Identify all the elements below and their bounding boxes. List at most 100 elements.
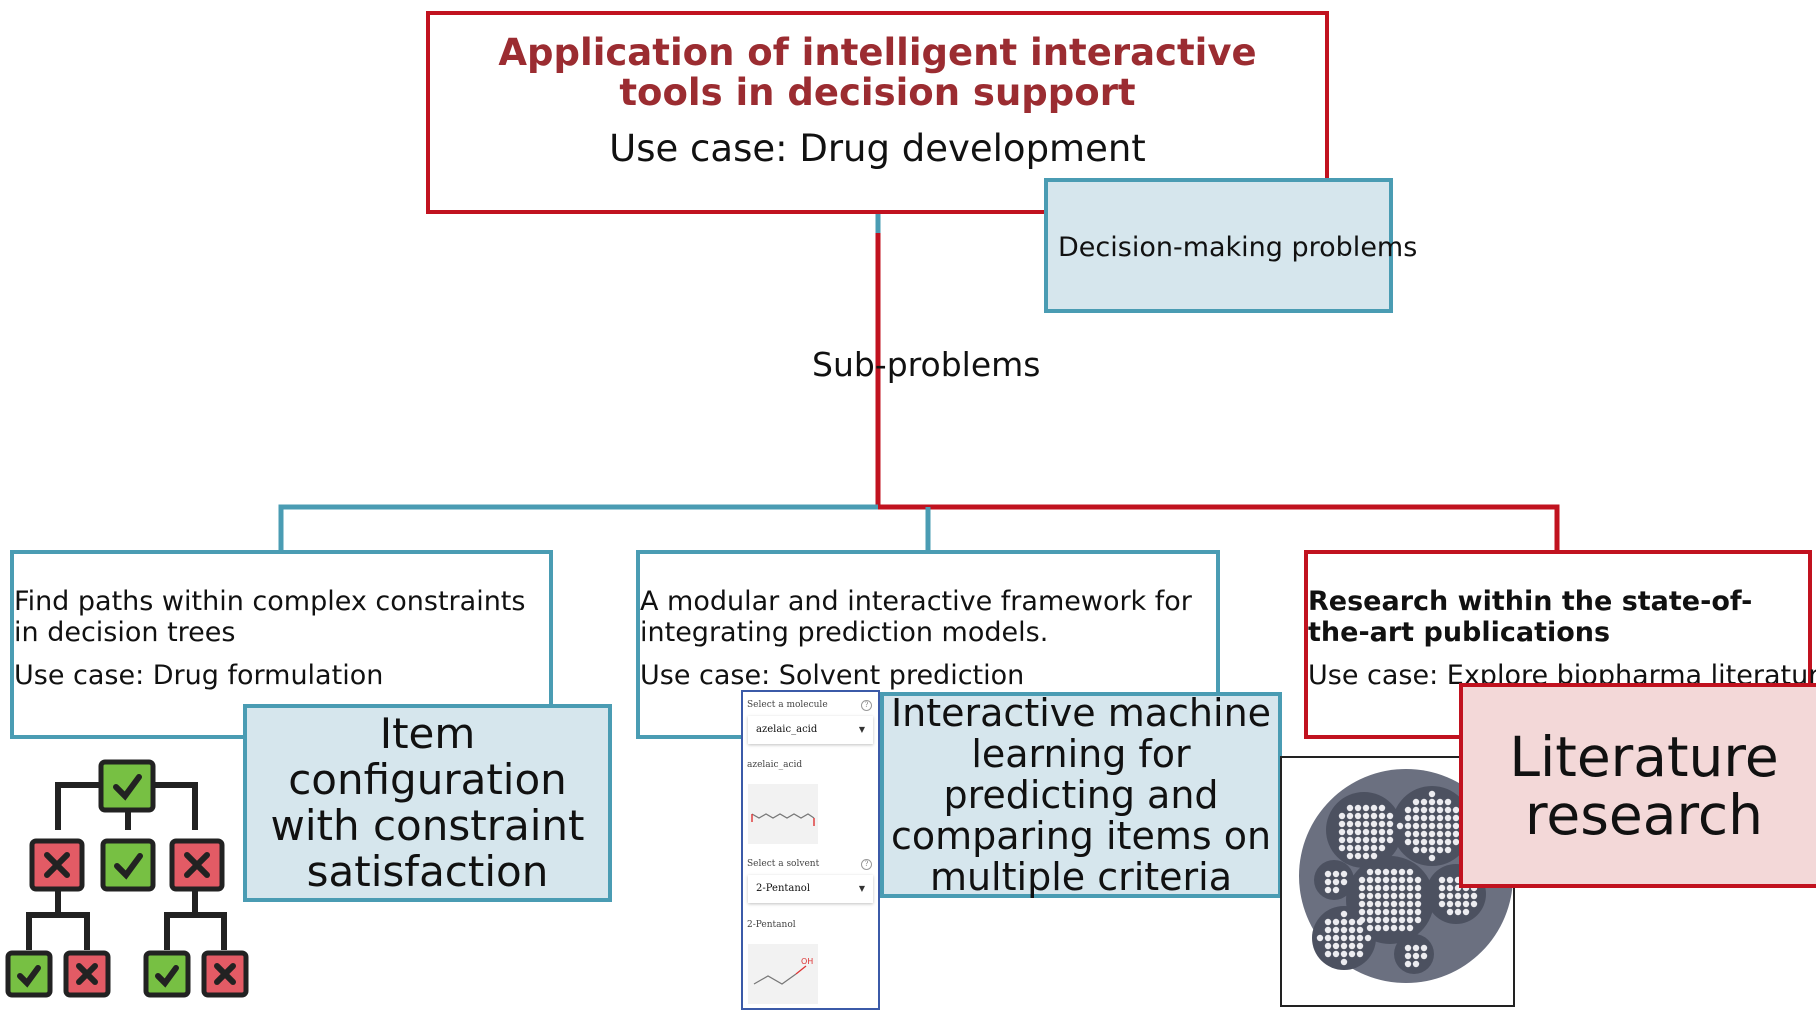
bubble-dot (1398, 900, 1406, 908)
bubble-dot (1436, 822, 1444, 830)
bubble-dot (1414, 884, 1422, 892)
bubble-dot (1370, 804, 1378, 812)
solvent-select-value: 2-Pentanol (756, 883, 811, 894)
bubble-dot (1452, 830, 1460, 838)
bubble-dot (1428, 838, 1436, 846)
bubble-dot (1374, 884, 1382, 892)
bubble-dot (1420, 822, 1428, 830)
bubble-dot (1338, 828, 1346, 836)
bubble-dot (1444, 830, 1452, 838)
bubble-dot (1406, 924, 1414, 932)
bubble-dot (1332, 934, 1340, 942)
bubble-dot (1324, 950, 1332, 958)
connector-blue-left (278, 504, 878, 550)
bubble-dot (1346, 844, 1354, 852)
bubble-dot (1404, 960, 1412, 968)
bubble-dot (1340, 878, 1348, 886)
bubble-dot (1412, 830, 1420, 838)
bubble-dot (1378, 820, 1386, 828)
decision-tree-icon (5, 759, 249, 998)
bubble-dot (1452, 822, 1460, 830)
help-icon[interactable]: ? (861, 859, 872, 870)
bubble-dot (1354, 812, 1362, 820)
bubble-dot (1454, 900, 1462, 908)
bubble-dot (1390, 908, 1398, 916)
bubble-dot (1382, 924, 1390, 932)
bubble-dot (1364, 934, 1372, 942)
bubble-dot (1420, 806, 1428, 814)
bubble-dot (1452, 806, 1460, 814)
bubble-dot (1444, 798, 1452, 806)
molecule-select[interactable]: azelaic_acid ▼ (748, 716, 873, 744)
bubble-dot (1386, 836, 1394, 844)
bubble-dot (1362, 828, 1370, 836)
bubble-dot (1378, 812, 1386, 820)
bubble-dot (1470, 900, 1478, 908)
bubble-dot (1412, 838, 1420, 846)
bubble-dot (1374, 900, 1382, 908)
bubble-dot (1362, 836, 1370, 844)
bubble-dot (1420, 814, 1428, 822)
bubble-dot (1404, 944, 1412, 952)
bubble-dot (1324, 934, 1332, 942)
bubble-dot (1414, 908, 1422, 916)
bubble-dot (1348, 934, 1356, 942)
solvent-name: 2-Pentanol (747, 920, 796, 930)
bubble-dot (1356, 942, 1364, 950)
bubble-dot (1398, 876, 1406, 884)
bubble-dot (1444, 822, 1452, 830)
bubble-dot (1428, 798, 1436, 806)
interactive-ml-tag: Interactive machine learning for predict… (880, 692, 1282, 898)
oh-label: OH (801, 957, 813, 966)
bubble-dot (1332, 878, 1340, 886)
bubble-dot (1338, 844, 1346, 852)
solvent-structure-image: OH (748, 944, 818, 1004)
item-configuration-tag: Item configuration with constraint satis… (243, 704, 612, 902)
subproblem-description: Research within the state-of-the-art pub… (1308, 586, 1753, 648)
bubble-dot (1412, 952, 1420, 960)
connector-red-branch (875, 233, 1560, 550)
bubble-dot (1340, 934, 1348, 942)
bubble-dot (1340, 942, 1348, 950)
bubble-dot (1354, 844, 1362, 852)
molecule-name: azelaic_acid (747, 760, 803, 770)
molecule-structure-icon (751, 813, 815, 826)
main-topic-box: Application of intelligent interactive t… (426, 11, 1329, 214)
literature-research-label: Literature research (1509, 724, 1779, 847)
bubble-dot (1338, 820, 1346, 828)
bubble-dot (1340, 958, 1348, 966)
bubble-dot (1332, 918, 1340, 926)
bubble-dot (1462, 908, 1470, 916)
bubble-dot (1366, 892, 1374, 900)
bubble-dot (1324, 870, 1332, 878)
bubble-dot (1452, 838, 1460, 846)
bubble-dot (1332, 926, 1340, 934)
bubble-dot (1404, 952, 1412, 960)
select-molecule-label: Select a molecule (747, 700, 828, 710)
bubble-dot (1446, 900, 1454, 908)
bubble-dot (1452, 814, 1460, 822)
bubble-dot (1396, 822, 1404, 830)
bubble-dot (1374, 892, 1382, 900)
bubble-dot (1354, 820, 1362, 828)
bubble-dot (1348, 950, 1356, 958)
bubble-dot (1444, 838, 1452, 846)
bubble-dot (1366, 900, 1374, 908)
bubble-dot (1346, 812, 1354, 820)
chevron-down-icon: ▼ (858, 884, 865, 893)
bubble-dot (1386, 812, 1394, 820)
bubble-dot (1428, 854, 1436, 862)
solvent-select[interactable]: 2-Pentanol ▼ (748, 875, 873, 903)
bubble-dot (1370, 828, 1378, 836)
bubble-dot (1438, 876, 1446, 884)
bubble-dot (1470, 892, 1478, 900)
subproblem-description: A modular and interactive framework for … (640, 586, 1192, 648)
bubble-dot (1428, 822, 1436, 830)
bubble-dot (1438, 900, 1446, 908)
bubble-dot (1438, 892, 1446, 900)
bubble-dot (1374, 924, 1382, 932)
help-icon[interactable]: ? (861, 700, 872, 711)
bubble-dot (1374, 876, 1382, 884)
bubble-dot (1404, 806, 1412, 814)
